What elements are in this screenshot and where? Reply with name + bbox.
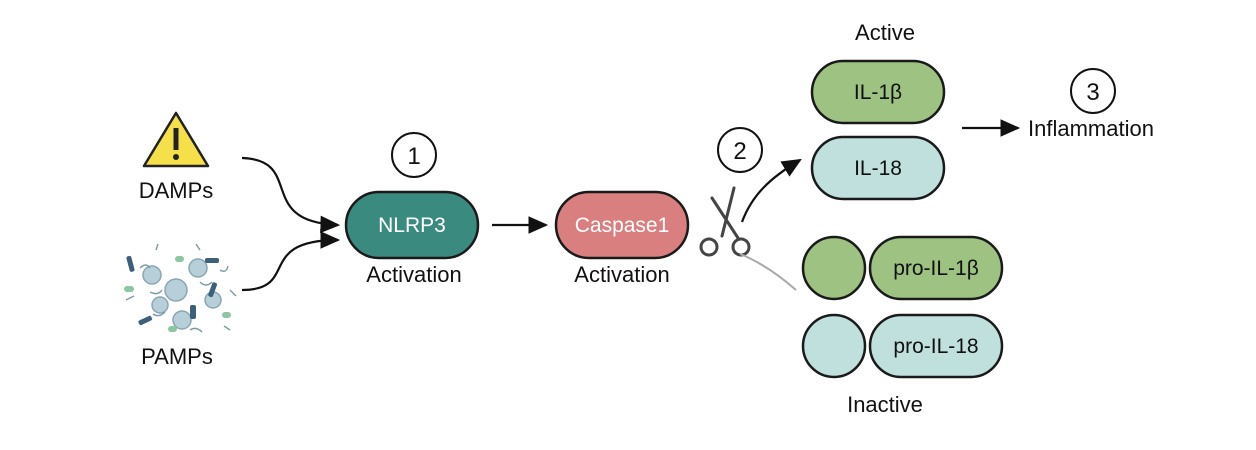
pro-il18-inactive-node: pro-IL-18 xyxy=(801,313,1004,379)
pathogens-icon xyxy=(124,243,237,333)
step-3-marker: 3 xyxy=(1070,68,1116,114)
inactive-label: Inactive xyxy=(847,392,923,417)
step-2-marker: 2 xyxy=(717,127,763,173)
damps-to-nlrp3-arrow xyxy=(241,156,341,234)
damps-label: DAMPs xyxy=(139,178,214,203)
pamps-label: PAMPs xyxy=(141,344,213,369)
pro-il1b-label: pro-IL-1β xyxy=(893,257,979,280)
step-2-number: 2 xyxy=(733,138,746,165)
pro-il1b-inactive-node: pro-IL-1β xyxy=(801,235,1004,301)
scissors-icon xyxy=(699,186,751,257)
step-1-marker: 1 xyxy=(391,132,437,178)
active-label: Active xyxy=(855,20,915,45)
pamps-to-nlrp3-arrow xyxy=(241,231,341,292)
nlrp3-activation-caption: Activation xyxy=(366,262,461,287)
il18-label: IL-18 xyxy=(854,157,902,180)
step-1-number: 1 xyxy=(407,143,420,170)
caspase1-label: Caspase1 xyxy=(575,214,670,237)
caspase1-node: Caspase1 xyxy=(554,190,690,260)
inflammation-label: Inflammation xyxy=(1028,116,1154,141)
caspase1-activation-caption: Activation xyxy=(574,262,669,287)
step-3-number: 3 xyxy=(1086,79,1099,106)
nlrp3-label: NLRP3 xyxy=(378,214,446,237)
il1b-active-node: IL-1β xyxy=(810,59,946,125)
nlrp3-node: NLRP3 xyxy=(344,190,480,260)
pro-il18-label: pro-IL-18 xyxy=(893,335,978,358)
il1b-label: IL-1β xyxy=(854,81,902,104)
il18-active-node: IL-18 xyxy=(810,135,946,201)
warning-triangle-icon xyxy=(142,111,210,168)
inactive-link-line xyxy=(739,253,797,291)
cleavage-arrow xyxy=(740,158,802,223)
